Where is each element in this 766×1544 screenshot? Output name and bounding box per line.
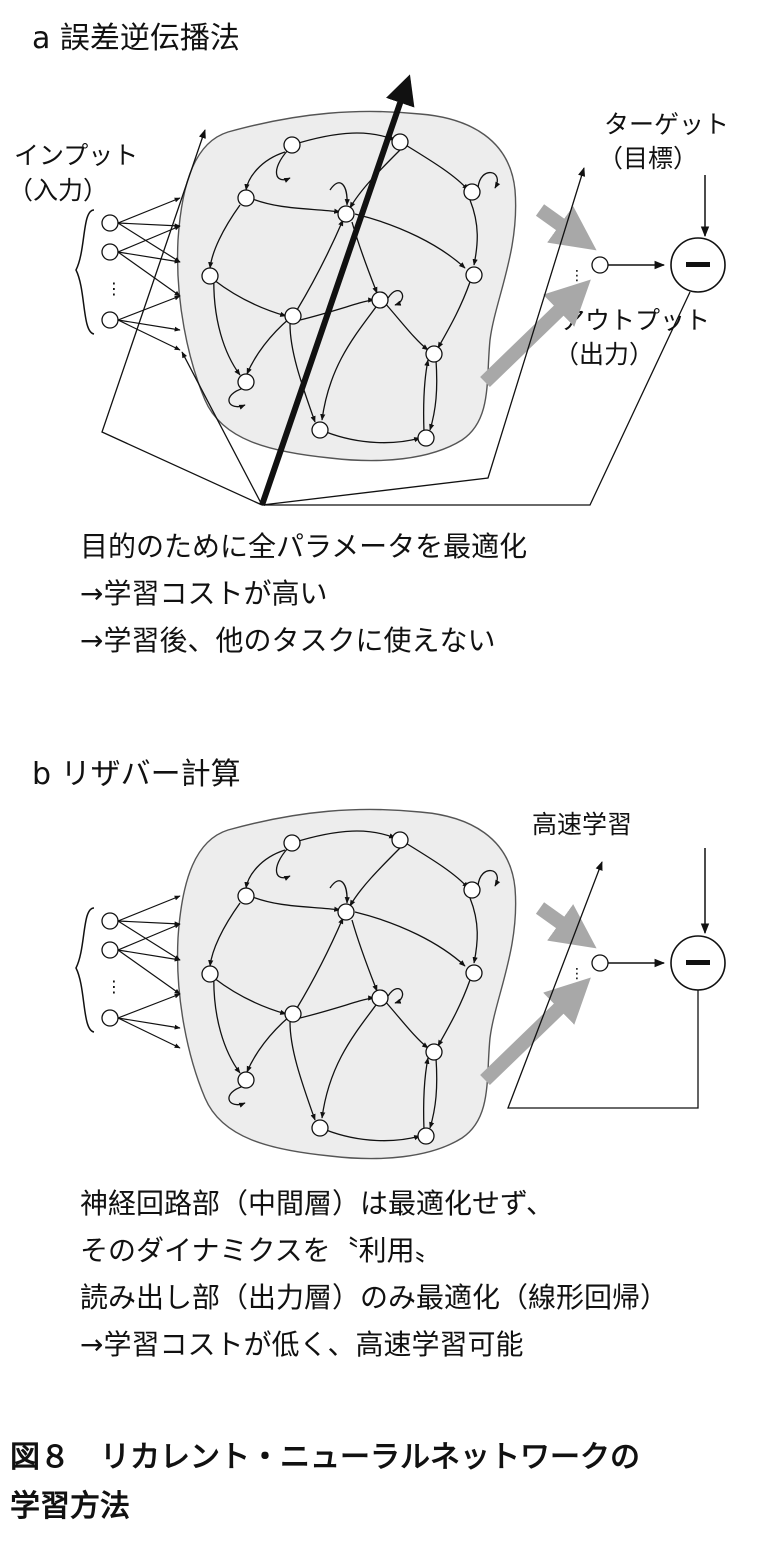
- note-a-2: →学習コストが高い: [80, 577, 328, 610]
- note-b-4: →学習コストが低く、高速学習可能: [80, 1328, 524, 1361]
- network-a: [76, 111, 725, 460]
- note-b-2: そのダイナミクスを〝利用〟: [80, 1234, 443, 1267]
- input-label-sub: （入力）: [8, 176, 109, 205]
- error-feedback-a: [101, 129, 691, 506]
- output-label-sub: （出力）: [554, 340, 655, 369]
- fast-learning-label: 高速学習: [532, 810, 633, 839]
- panel-a-title: a 誤差逆伝播法: [32, 21, 240, 56]
- target-label-sub: （目標）: [598, 144, 699, 173]
- target-label: ターゲット: [604, 110, 730, 139]
- readout-feedback-b: [507, 861, 699, 1109]
- input-label: インプット: [14, 141, 139, 170]
- network-b: [76, 809, 725, 1158]
- output-label: アウトプット: [560, 306, 711, 335]
- figure-caption-line1: 図８ リカレント・ニューラルネットワークの: [10, 1440, 640, 1475]
- optimization-arrow: [259, 74, 415, 506]
- note-b-3: 読み出し部（出力層）のみ最適化（線形回帰）: [80, 1281, 669, 1314]
- panel-b-title: b リザバー計算: [32, 757, 241, 792]
- note-a-1: 目的のために全パラメータを最適化: [80, 530, 528, 563]
- note-a-3: →学習後、他のタスクに使えない: [80, 624, 496, 657]
- figure-caption-line2: 学習方法: [10, 1489, 130, 1524]
- note-b-1: 神経回路部（中間層）は最適化せず、: [80, 1187, 555, 1220]
